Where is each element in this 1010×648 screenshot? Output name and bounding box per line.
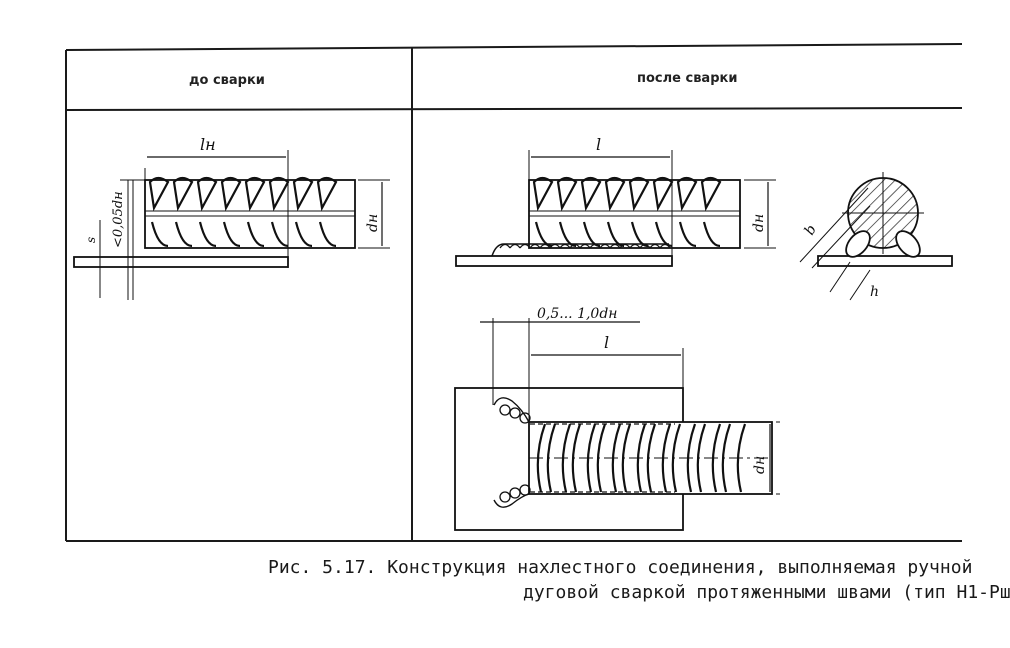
label-plan-length: l — [604, 333, 609, 352]
figure-caption-line1: Рис. 5.17. Конструкция нахлестного соеди… — [268, 557, 973, 578]
label-diameter-before: dн — [365, 214, 381, 232]
label-plan-diameter: dн — [752, 456, 768, 474]
after-welding-side-drawing — [455, 150, 776, 267]
label-h: h — [870, 284, 879, 300]
label-s: s — [84, 237, 98, 243]
label-diameter-after: dн — [751, 214, 767, 232]
before-welding-drawing — [73, 150, 390, 300]
label-b: b — [802, 222, 820, 238]
header-after-welding: после сварки — [637, 71, 737, 86]
label-gap: <0,05dн — [111, 191, 126, 248]
label-weld-length: l — [596, 135, 601, 154]
figure-caption-line2: дуговой сваркой протяженными швами (тип … — [523, 582, 1010, 603]
header-before-welding: до сварки — [189, 73, 265, 88]
table-frame — [65, 43, 963, 542]
cross-section-drawing — [799, 172, 953, 301]
plan-view-drawing — [454, 318, 780, 531]
label-lap-length: lн — [200, 135, 216, 154]
label-offset: 0,5... 1,0dн — [537, 306, 618, 322]
